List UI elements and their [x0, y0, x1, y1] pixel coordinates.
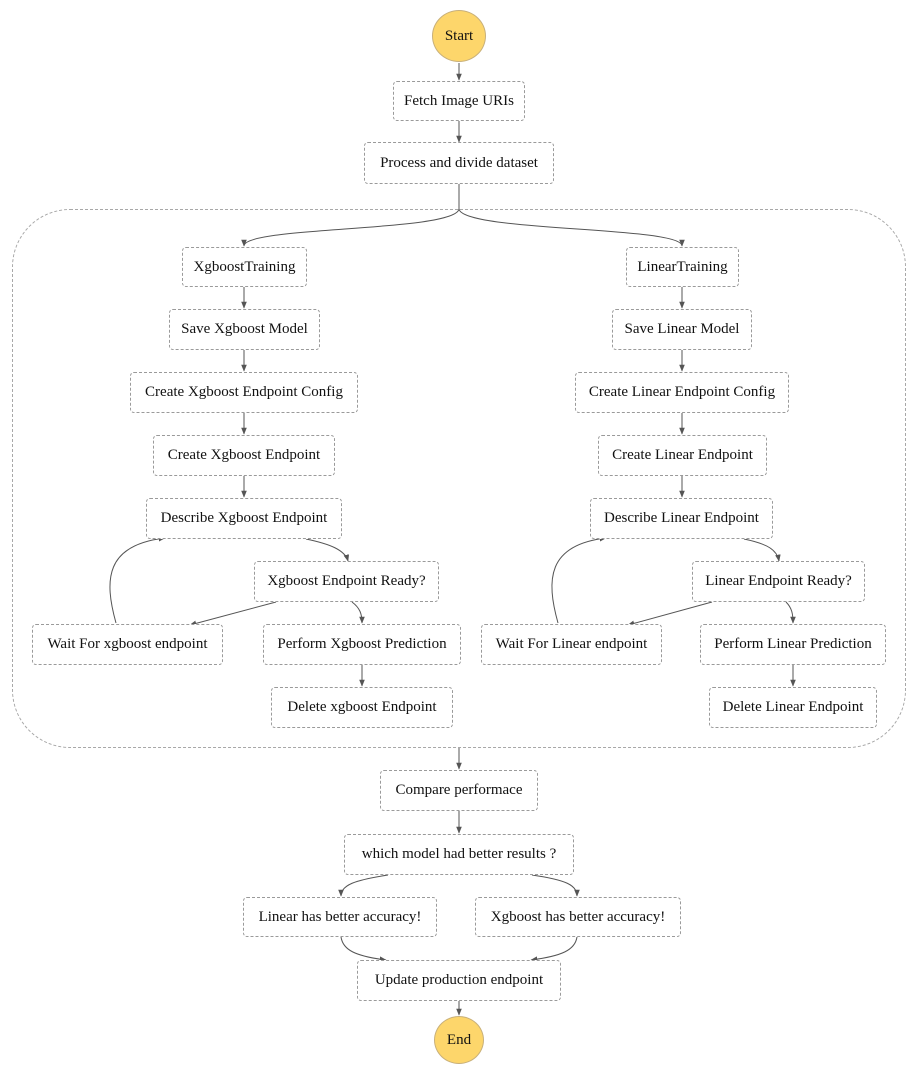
create-xgboost-endpoint-node[interactable]: Create Xgboost Endpoint — [153, 435, 335, 476]
xgboost-better-accuracy-node[interactable]: Xgboost has better accuracy! — [475, 897, 681, 937]
edge-xgboost-update — [530, 936, 578, 962]
edge-which-linear — [338, 874, 389, 897]
node-label: Xgboost Endpoint Ready? — [267, 573, 426, 589]
wait-xgboost-endpoint-node[interactable]: Wait For xgboost endpoint — [32, 624, 223, 665]
perform-linear-prediction-node[interactable]: Perform Linear Prediction — [700, 624, 886, 665]
node-label: Process and divide dataset — [380, 154, 538, 171]
xgboost-endpoint-ready-node[interactable]: Xgboost Endpoint Ready? — [254, 561, 439, 602]
edge-split-xgboost — [241, 208, 460, 247]
delete-linear-endpoint-node[interactable]: Delete Linear Endpoint — [709, 687, 877, 728]
node-label: Describe Linear Endpoint — [604, 510, 759, 526]
xgboost-training-node[interactable]: XgboostTraining — [182, 247, 307, 287]
node-label: Linear has better accuracy! — [258, 908, 422, 925]
end-node[interactable]: End — [434, 1016, 484, 1064]
linear-endpoint-ready-node[interactable]: Linear Endpoint Ready? — [692, 561, 865, 602]
node-label: Save Linear Model — [624, 321, 740, 337]
linear-better-accuracy-node[interactable]: Linear has better accuracy! — [243, 897, 437, 937]
create-linear-endpoint-node[interactable]: Create Linear Endpoint — [598, 435, 767, 476]
node-label: Create Linear Endpoint — [612, 447, 753, 463]
process-dataset-node[interactable]: Process and divide dataset — [364, 142, 554, 184]
node-label: Wait For xgboost endpoint — [47, 636, 208, 652]
edge-which-xgboost — [531, 874, 580, 897]
node-label: Xgboost has better accuracy! — [490, 908, 666, 925]
delete-xgboost-endpoint-node[interactable]: Delete xgboost Endpoint — [271, 687, 453, 728]
edge-lin-describe-ready — [743, 538, 781, 562]
edge-lin-wait-describe — [551, 535, 607, 624]
edge-xgb-ready-predict — [351, 601, 365, 624]
create-xgboost-config-node[interactable]: Create Xgboost Endpoint Config — [130, 372, 358, 413]
fetch-image-uris-node[interactable]: Fetch Image URIs — [393, 81, 525, 121]
start-label: Start — [444, 27, 474, 44]
edge-xgb-ready-wait — [189, 601, 277, 627]
linear-training-node[interactable]: LinearTraining — [626, 247, 739, 287]
node-label: Delete Linear Endpoint — [722, 699, 864, 715]
node-label: Update production endpoint — [374, 972, 544, 988]
edge-xgb-describe-ready — [305, 538, 350, 562]
edge-split-linear — [458, 208, 685, 247]
node-label: Linear Endpoint Ready? — [705, 573, 852, 589]
edge-lin-ready-wait — [627, 601, 713, 627]
node-label: LinearTraining — [637, 258, 728, 275]
which-model-better-node[interactable]: which model had better results ? — [344, 834, 574, 875]
node-label: Create Linear Endpoint Config — [588, 384, 776, 400]
edge-lin-ready-predict — [785, 601, 796, 624]
create-linear-config-node[interactable]: Create Linear Endpoint Config — [575, 372, 789, 413]
node-label: Compare performace — [395, 782, 523, 798]
node-label: XgboostTraining — [193, 258, 296, 275]
edge-linear-update — [340, 936, 387, 962]
compare-performance-node[interactable]: Compare performace — [380, 770, 538, 811]
perform-xgboost-prediction-node[interactable]: Perform Xgboost Prediction — [263, 624, 461, 665]
node-label: which model had better results ? — [361, 846, 557, 862]
node-label: Perform Linear Prediction — [714, 636, 872, 652]
node-label: Create Xgboost Endpoint — [167, 447, 321, 463]
node-label: Describe Xgboost Endpoint — [160, 510, 328, 526]
describe-xgboost-endpoint-node[interactable]: Describe Xgboost Endpoint — [146, 498, 342, 539]
node-label: Delete xgboost Endpoint — [287, 699, 437, 715]
save-linear-model-node[interactable]: Save Linear Model — [612, 309, 752, 350]
wait-linear-endpoint-node[interactable]: Wait For Linear endpoint — [481, 624, 662, 665]
node-label: Create Xgboost Endpoint Config — [145, 384, 343, 400]
node-label: Perform Xgboost Prediction — [277, 636, 447, 652]
edge-xgb-wait-describe — [109, 535, 166, 624]
describe-linear-endpoint-node[interactable]: Describe Linear Endpoint — [590, 498, 773, 539]
start-node[interactable]: Start — [432, 10, 486, 62]
node-label: Wait For Linear endpoint — [495, 636, 648, 652]
node-label: Fetch Image URIs — [404, 92, 514, 109]
update-production-endpoint-node[interactable]: Update production endpoint — [357, 960, 561, 1001]
end-label: End — [446, 1031, 472, 1048]
node-label: Save Xgboost Model — [181, 321, 308, 337]
save-xgboost-model-node[interactable]: Save Xgboost Model — [169, 309, 320, 350]
